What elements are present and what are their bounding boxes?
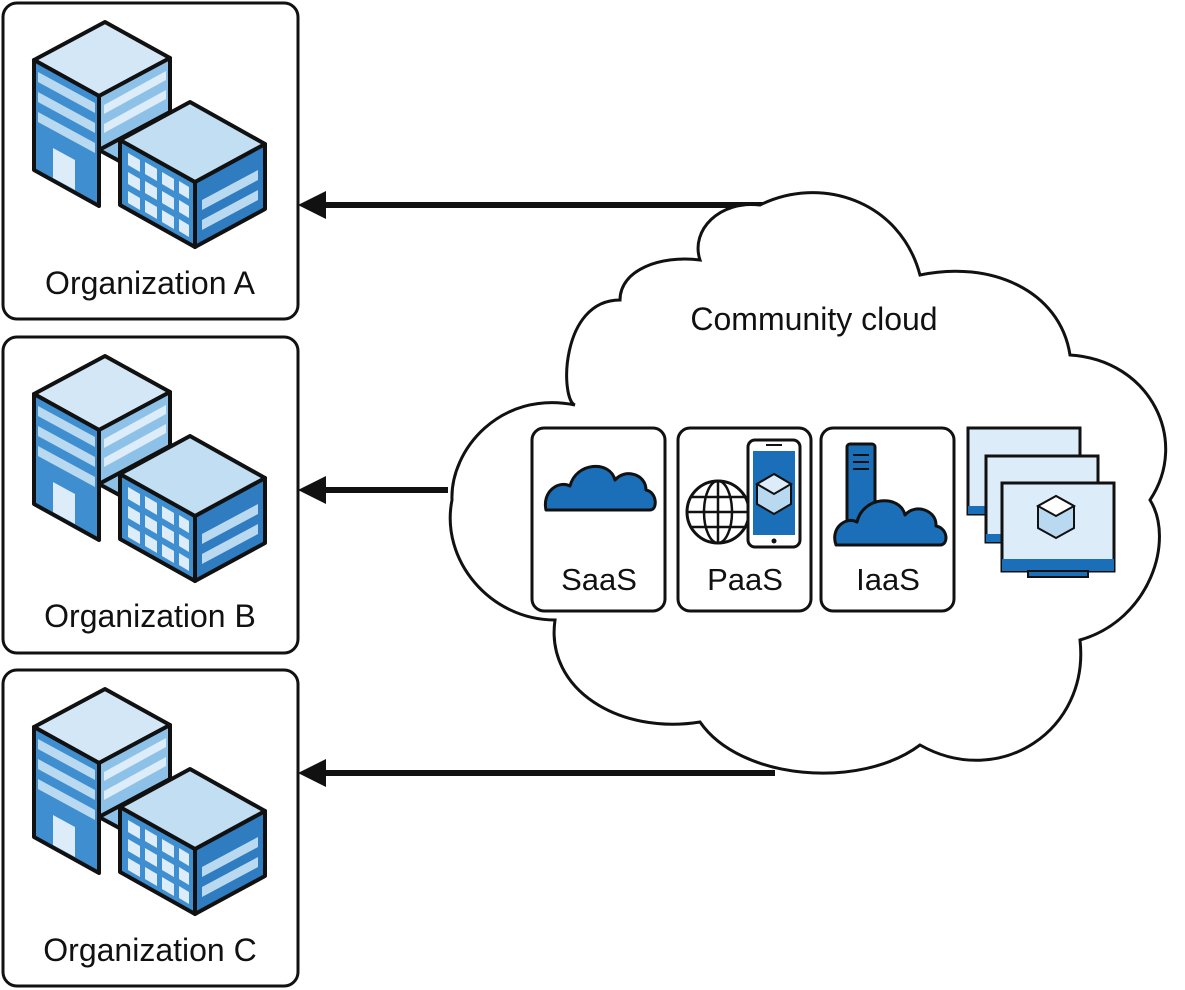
cloud-title: Community cloud [690,301,937,337]
organization-c-label: Organization C [43,932,256,968]
cloud-icon [833,499,948,547]
iaas-label: IaaS [856,562,920,597]
paas-box: PaaS [676,426,813,613]
iaas-box: IaaS [819,426,956,613]
organization-c-box: Organization C [1,668,300,988]
arrow-to-organization-b [298,476,448,504]
cloud-icon [543,464,657,512]
arrow-to-organization-a [298,191,775,219]
phone-icon [746,438,802,549]
paas-label: PaaS [707,562,783,597]
saas-box: SaaS [530,426,667,613]
globe-icon [685,479,751,545]
arrow-to-organization-c [298,759,775,787]
organization-a-box: Organization A [1,1,300,321]
organization-b-box: Organization B [1,335,300,655]
organization-b-label: Organization B [44,598,256,634]
virtual-desktops-icon [966,426,1116,578]
saas-label: SaaS [561,562,637,597]
organization-a-label: Organization A [45,265,256,301]
